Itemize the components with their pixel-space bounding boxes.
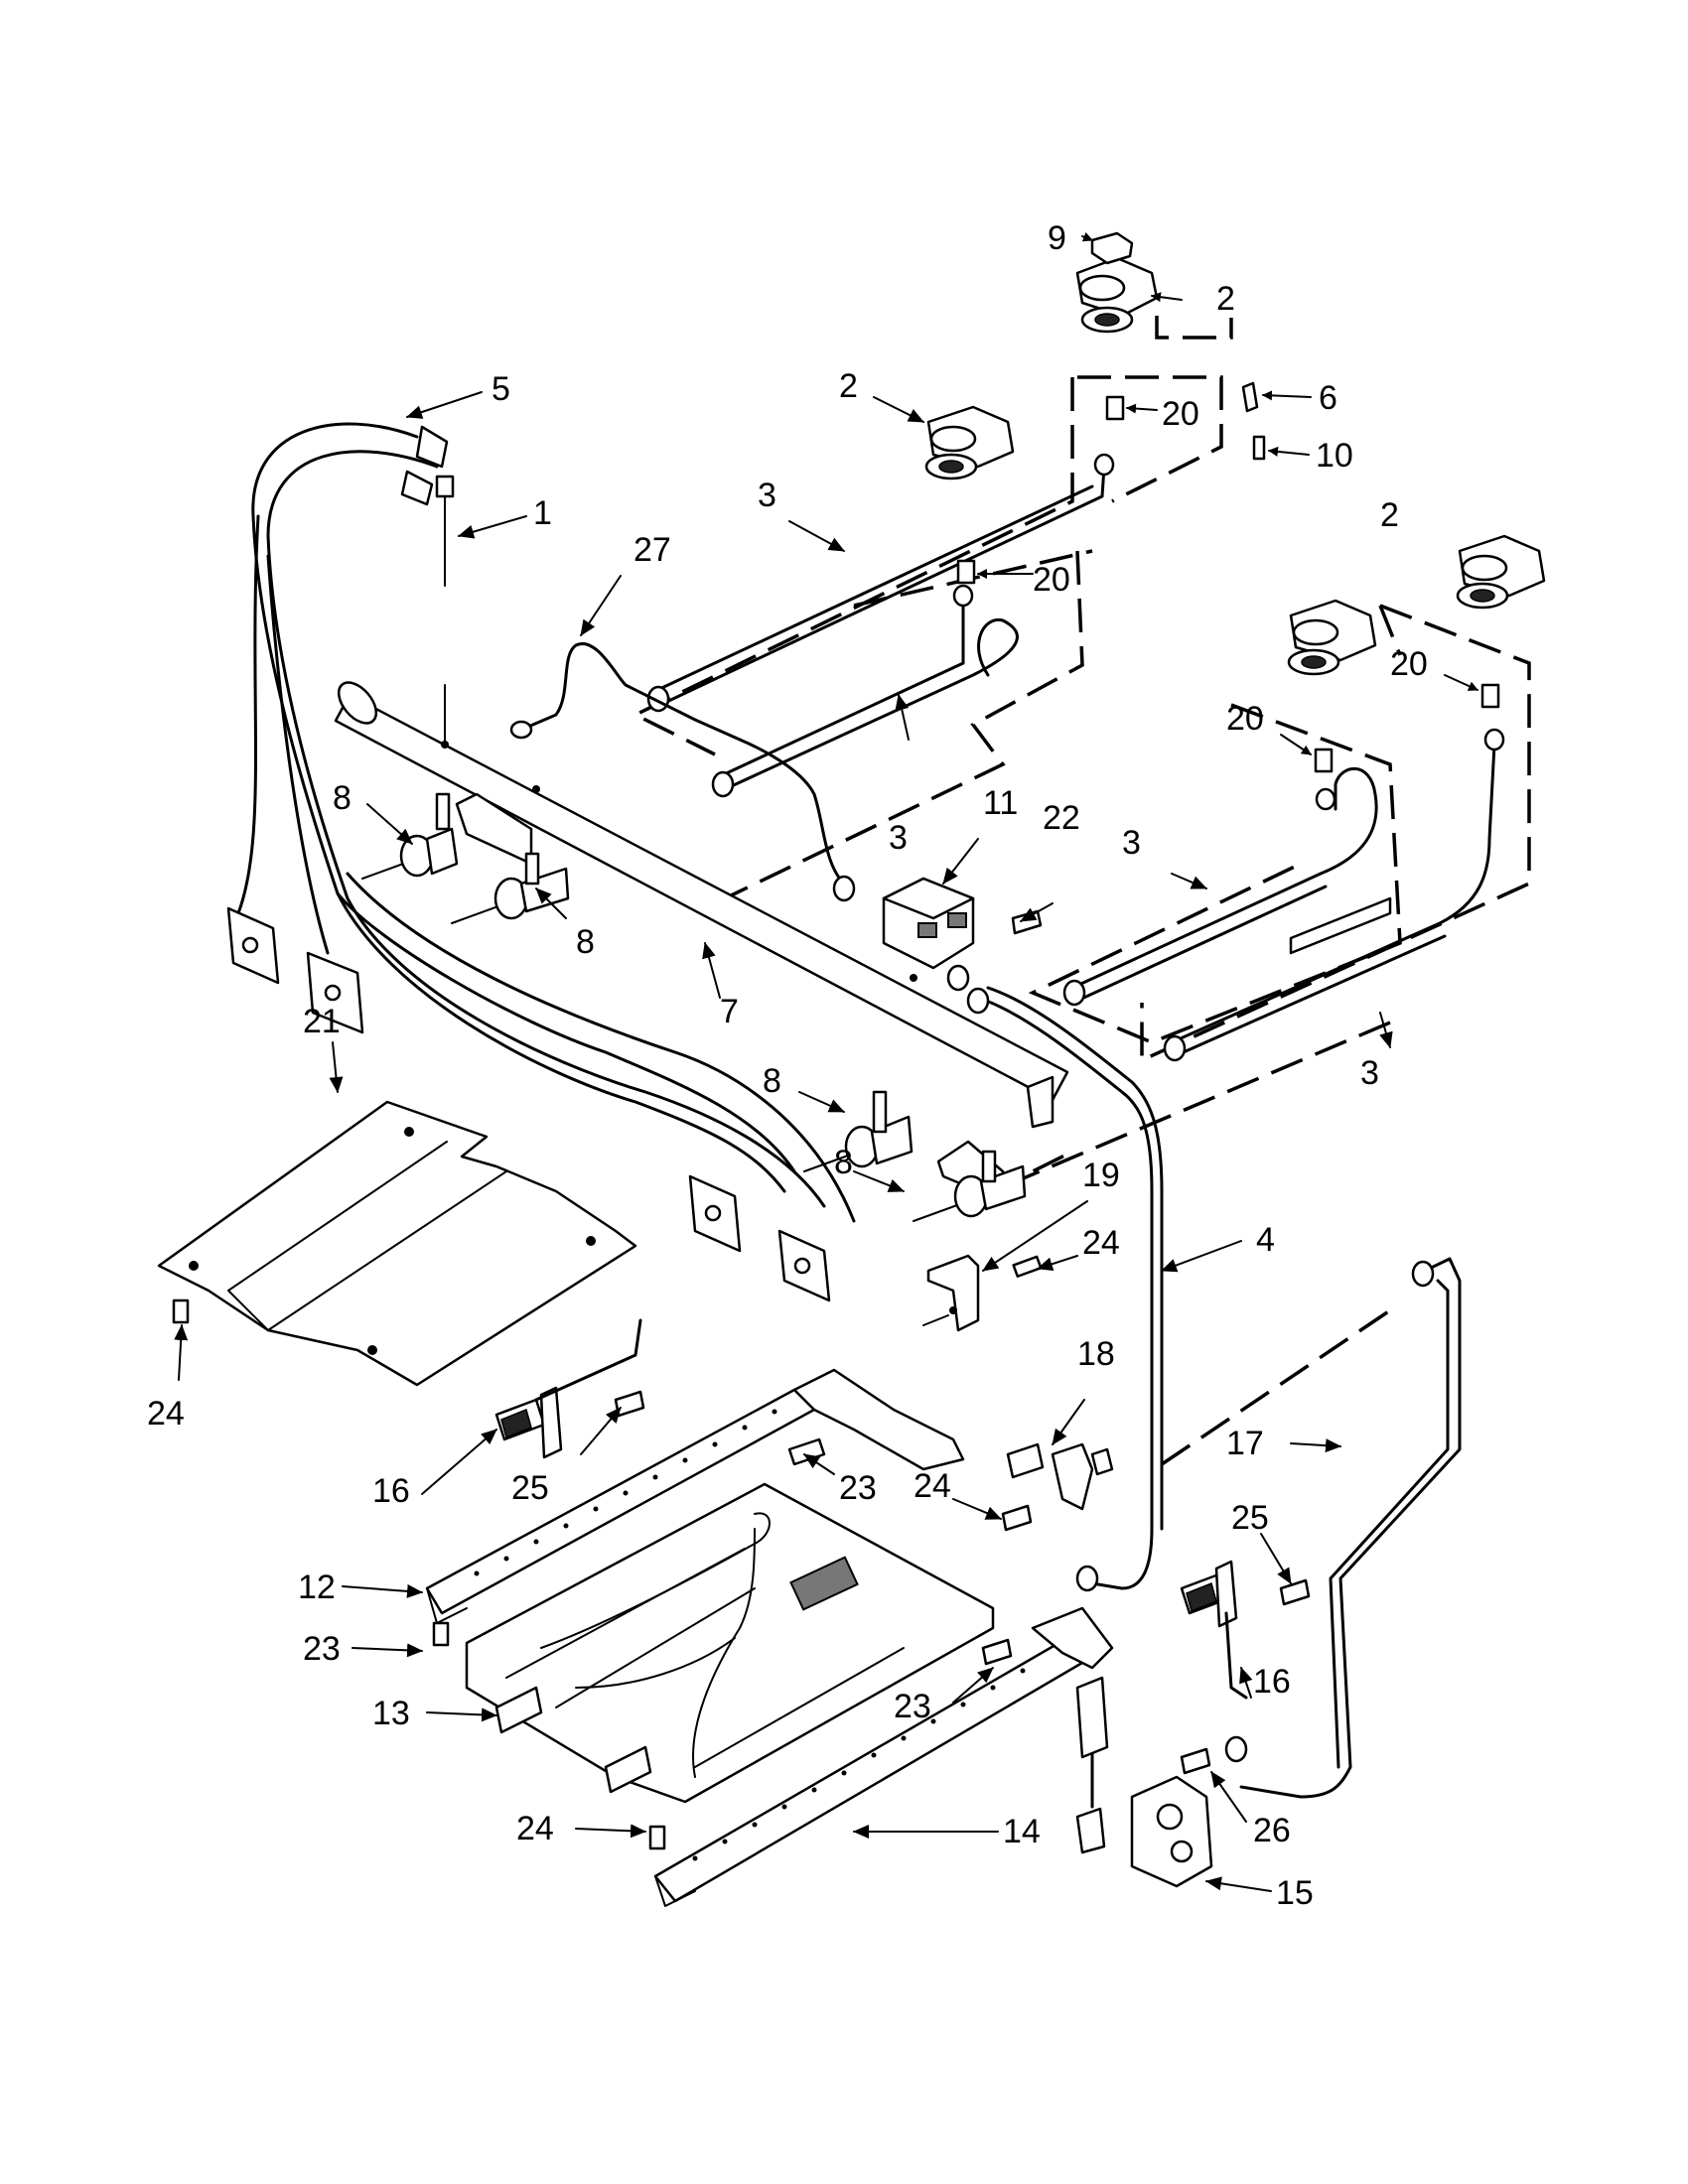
nut-9 bbox=[1090, 231, 1134, 265]
screw-23a bbox=[787, 1437, 826, 1466]
screw-23b bbox=[432, 1621, 450, 1647]
valve-1 bbox=[361, 792, 459, 880]
callout-labels: 9 2 6 10 5 2 20 1 3 27 20 2 20 20 8 11 2… bbox=[147, 219, 1428, 1912]
callout-7: 7 bbox=[720, 993, 739, 1030]
callout-3: 3 bbox=[889, 819, 908, 857]
electrode-6 bbox=[1241, 381, 1259, 413]
heat-shield-21 bbox=[157, 1100, 637, 1387]
callout-20: 20 bbox=[1162, 395, 1199, 433]
callout-2: 2 bbox=[839, 367, 858, 405]
callout-20: 20 bbox=[1226, 700, 1264, 738]
callout-23: 23 bbox=[839, 1469, 877, 1507]
callout-10: 10 bbox=[1316, 437, 1353, 475]
screw-22 bbox=[1011, 909, 1043, 935]
callout-3: 3 bbox=[1122, 824, 1141, 862]
screw-24c bbox=[1001, 1504, 1033, 1532]
callout-2: 2 bbox=[1216, 280, 1235, 318]
manifold-brackets bbox=[455, 792, 1055, 1203]
leader-lines bbox=[174, 232, 1478, 1892]
bracket-19 bbox=[922, 1254, 1043, 1332]
burner-head-mid bbox=[1287, 599, 1377, 676]
orifice-20b bbox=[956, 559, 976, 585]
callout-15: 15 bbox=[1276, 1874, 1314, 1912]
callout-3: 3 bbox=[758, 477, 776, 514]
callout-25: 25 bbox=[1231, 1499, 1269, 1537]
pressure-regulator bbox=[882, 877, 1043, 992]
screw-10 bbox=[1252, 435, 1266, 461]
callout-13: 13 bbox=[372, 1695, 410, 1732]
callout-22: 22 bbox=[1043, 799, 1080, 837]
callout-20: 20 bbox=[1390, 645, 1428, 683]
callout-11: 11 bbox=[983, 784, 1018, 822]
orifice-20a bbox=[1105, 395, 1125, 421]
surface-burners bbox=[924, 256, 1546, 676]
screw-25a bbox=[614, 1390, 645, 1418]
callout-21: 21 bbox=[303, 1003, 341, 1040]
callout-25: 25 bbox=[511, 1469, 549, 1507]
gas-line-17 bbox=[1224, 1257, 1462, 1799]
callout-23: 23 bbox=[303, 1630, 341, 1668]
callout-16: 16 bbox=[1253, 1663, 1291, 1701]
screw-26 bbox=[1180, 1747, 1211, 1775]
callout-14: 14 bbox=[1003, 1813, 1041, 1850]
callout-8: 8 bbox=[333, 779, 352, 817]
callout-6: 6 bbox=[1319, 379, 1337, 417]
callout-8: 8 bbox=[576, 923, 595, 961]
valve-3 bbox=[803, 1090, 914, 1172]
screw-24d bbox=[648, 1825, 666, 1850]
callout-12: 12 bbox=[298, 1569, 336, 1606]
igniter-left bbox=[494, 1318, 645, 1459]
callout-2: 2 bbox=[1380, 496, 1399, 534]
callout-24: 24 bbox=[516, 1810, 554, 1847]
igniter-right bbox=[1180, 1560, 1311, 1700]
oven-valve-15 bbox=[1075, 1676, 1213, 1888]
callout-27: 27 bbox=[633, 531, 671, 569]
callout-18: 18 bbox=[1077, 1335, 1115, 1373]
wire-harness bbox=[226, 422, 856, 1302]
callout-3: 3 bbox=[1360, 1054, 1379, 1092]
callout-9: 9 bbox=[1048, 219, 1066, 257]
callout-4: 4 bbox=[1256, 1221, 1275, 1259]
screw-24a bbox=[172, 1298, 190, 1324]
orifice-20c bbox=[1480, 683, 1500, 709]
callout-17: 17 bbox=[1226, 1425, 1264, 1462]
valve-2 bbox=[451, 852, 570, 924]
callout-5: 5 bbox=[492, 370, 510, 408]
manifold-pipe bbox=[334, 681, 1069, 1102]
callout-19: 19 bbox=[1082, 1157, 1120, 1194]
callout-24: 24 bbox=[147, 1395, 185, 1433]
screw-23c bbox=[981, 1638, 1013, 1666]
callout-16: 16 bbox=[372, 1472, 410, 1510]
broil-burner-14 bbox=[648, 1606, 1114, 1907]
callout-24: 24 bbox=[914, 1467, 951, 1505]
callout-1: 1 bbox=[533, 494, 552, 532]
screw-1 bbox=[435, 475, 455, 498]
callout-8: 8 bbox=[834, 1144, 853, 1181]
orifice-20d bbox=[1314, 748, 1334, 773]
orifice-holder-18 bbox=[1001, 1442, 1114, 1532]
callout-8: 8 bbox=[763, 1062, 781, 1100]
callout-23: 23 bbox=[894, 1688, 931, 1725]
screw-25b bbox=[1279, 1578, 1311, 1606]
fittings bbox=[435, 231, 1500, 773]
callout-26: 26 bbox=[1253, 1812, 1291, 1849]
burner-base-13 bbox=[465, 1482, 995, 1804]
burner-head-right bbox=[1456, 534, 1546, 610]
burner-valves bbox=[361, 792, 1027, 1222]
callout-20: 20 bbox=[1033, 561, 1070, 599]
gas-line-4 bbox=[966, 986, 1164, 1592]
burner-head-top bbox=[1075, 256, 1159, 334]
burner-tubes bbox=[646, 453, 1505, 1062]
bake-burner-12 bbox=[425, 1368, 965, 1647]
valve-4 bbox=[913, 1150, 1027, 1222]
callout-24: 24 bbox=[1082, 1224, 1120, 1262]
gas-line-27 bbox=[509, 641, 856, 902]
burner-head-left bbox=[924, 405, 1015, 480]
